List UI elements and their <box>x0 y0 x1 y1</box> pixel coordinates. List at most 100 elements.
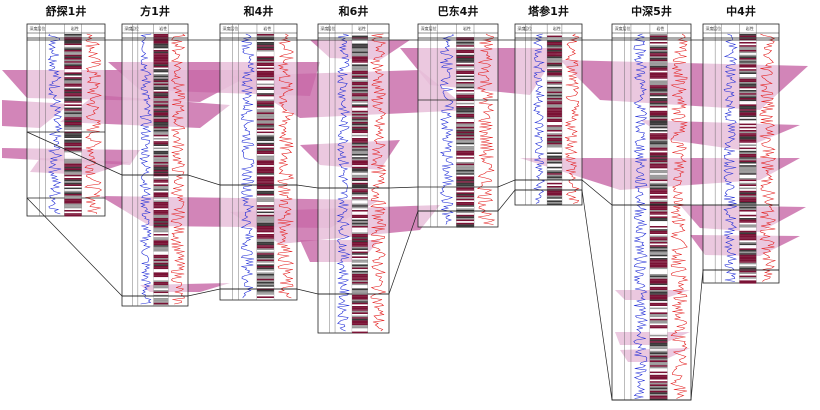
lithology-layer <box>64 131 82 134</box>
lithology-layer <box>649 157 668 159</box>
lithology-layer <box>739 50 757 52</box>
lithology-layer <box>256 117 274 119</box>
lithology-layer <box>64 59 82 62</box>
lithology-layer <box>649 373 668 375</box>
lithology-layer <box>739 240 757 242</box>
lithology-layer <box>456 142 474 145</box>
lithology-layer <box>256 246 274 249</box>
lithology-layer <box>739 238 757 241</box>
lithology-layer <box>547 142 562 145</box>
lithology-layer <box>153 117 169 119</box>
lithology-layer <box>649 146 668 148</box>
well-name: 中4井 <box>726 4 756 18</box>
lithology-layer <box>547 93 562 95</box>
lithology-layer <box>256 61 274 63</box>
lithology-layer <box>456 190 474 193</box>
lithology-layer <box>352 222 368 225</box>
lithology-layer <box>649 304 668 306</box>
lithology-layer <box>64 80 82 82</box>
lithology-layer <box>739 69 757 71</box>
lithology-layer <box>256 165 274 167</box>
lithology-layer <box>649 248 668 250</box>
lithology-layer <box>256 62 274 65</box>
lithology-layer <box>649 312 668 314</box>
lithology-layer <box>547 62 562 65</box>
lithology-layer <box>649 285 668 287</box>
lithology-layer <box>256 278 274 281</box>
lithology-layer <box>739 46 757 49</box>
lithology-layer <box>649 83 668 86</box>
lithology-layer <box>649 395 668 398</box>
gr-curve <box>336 33 351 332</box>
track-header: 深度 <box>223 25 231 31</box>
lithology-layer <box>739 234 757 236</box>
lithology-layer <box>649 78 668 81</box>
lithology-layer <box>153 189 169 191</box>
lithology-layer <box>64 198 82 201</box>
lithology-layer <box>739 232 757 234</box>
lithology-layer <box>64 66 82 68</box>
lithology-layer <box>352 326 368 329</box>
lithology-layer <box>64 56 82 58</box>
lithology-layer <box>153 178 169 180</box>
lithology-layer <box>352 238 368 241</box>
lithology-layer <box>64 126 82 129</box>
lithology-layer <box>649 96 668 98</box>
lithology-layer <box>153 61 169 63</box>
lithology-layer <box>649 238 668 241</box>
lithology-layer <box>547 67 562 70</box>
lithology-layer <box>352 160 368 162</box>
lithology-layer <box>547 43 562 46</box>
lithology-layer <box>456 34 474 36</box>
lithology-layer <box>153 237 169 239</box>
lithology-layer <box>649 38 668 41</box>
lithology-layer <box>352 149 368 151</box>
lithology-layer <box>739 91 757 94</box>
lithology-layer <box>739 128 757 130</box>
lithology-layer <box>352 248 368 250</box>
lithology-layer <box>153 91 169 94</box>
lithology-layer <box>352 72 368 74</box>
lithology-layer <box>649 230 668 233</box>
lithology-layer <box>456 104 474 106</box>
lithology-layer <box>352 290 368 292</box>
lithology-layer <box>352 298 368 300</box>
lithology-layer <box>739 197 757 199</box>
lithology-layer <box>153 226 169 228</box>
lithology-layer <box>739 182 757 185</box>
lithology-layer <box>153 213 169 215</box>
lithology-layer <box>352 157 368 159</box>
lithology-layer <box>352 174 368 177</box>
lithology-layer <box>739 157 757 159</box>
lithology-layer <box>739 139 757 142</box>
lithology-layer <box>649 398 668 401</box>
lithology-layer <box>649 394 668 396</box>
lithology-layer <box>649 397 668 399</box>
lithology-layer <box>153 240 169 242</box>
lithology-layer <box>153 280 169 282</box>
lithology-layer <box>153 50 169 52</box>
lithology-layer <box>352 278 368 281</box>
lithology-layer <box>352 218 368 220</box>
lithology-layer <box>649 326 668 329</box>
lithology-layer <box>649 125 668 127</box>
lithology-layer <box>649 378 668 380</box>
lithology-layer <box>153 38 169 41</box>
lithology-layer <box>739 264 757 266</box>
track-header: 层位 <box>230 25 238 31</box>
lithology-layer <box>64 120 82 122</box>
lithology-layer <box>64 184 82 186</box>
lithology-layer <box>649 202 668 204</box>
lithology-layer <box>456 171 474 174</box>
lithology-layer <box>649 355 668 358</box>
lithology-layer <box>456 202 474 204</box>
lithology-layer <box>153 67 169 70</box>
lithology-layer <box>456 150 474 153</box>
lithology-layer <box>352 258 368 260</box>
lithology-layer <box>352 206 368 209</box>
lithology-layer <box>456 96 474 98</box>
lithology-layer <box>153 163 169 166</box>
lithology-layer <box>739 59 757 62</box>
lithology-layer <box>547 165 562 167</box>
lithology-layer <box>547 138 562 140</box>
